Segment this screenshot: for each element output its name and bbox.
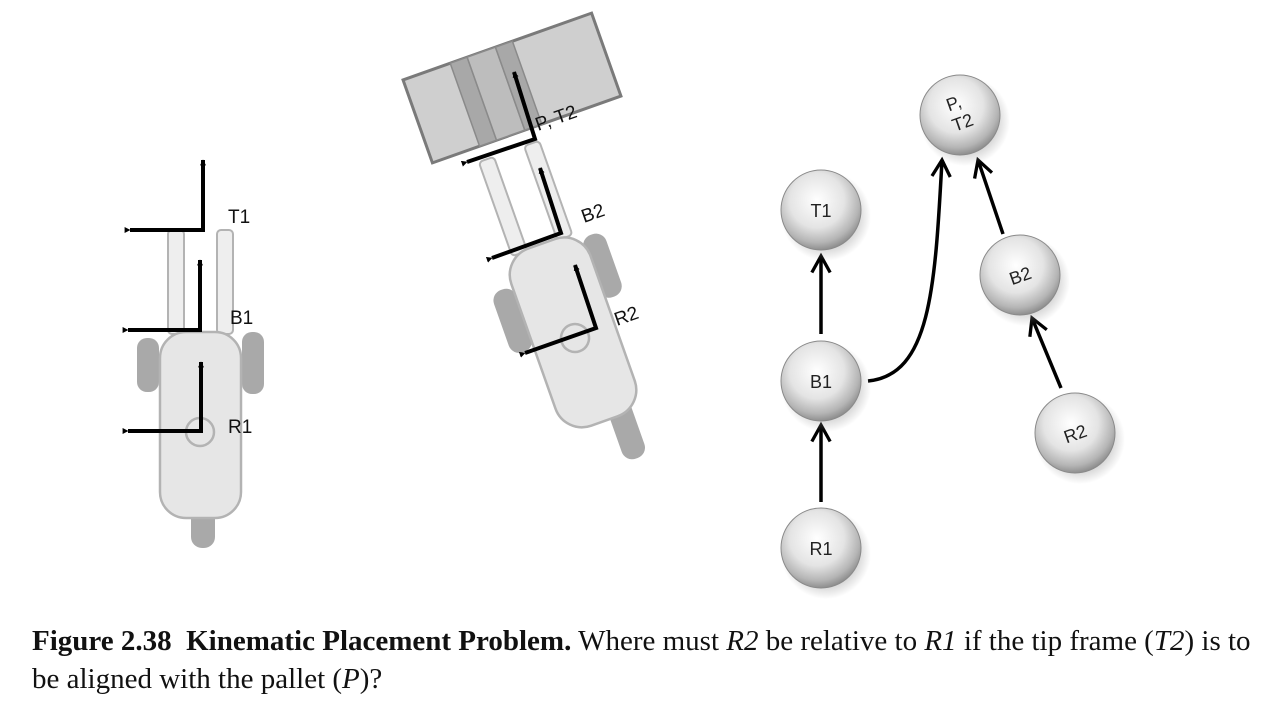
- frame-t1: [124, 159, 206, 233]
- pose-graph: T1 B1 R1 P, T2 B2 R2: [780, 74, 1125, 599]
- edge-b1-pt2: [867, 156, 952, 383]
- b2-label: B2: [579, 200, 608, 228]
- node-r1: R1: [780, 507, 871, 599]
- figure-title: Kinematic Placement Problem.: [186, 625, 572, 657]
- edge-r2-b2: [1028, 314, 1063, 389]
- svg-text:T1: T1: [810, 201, 831, 221]
- robot-2: [478, 140, 646, 460]
- frame-b2: [485, 167, 564, 263]
- node-pt2: P, T2: [919, 74, 1010, 166]
- robot-2-fork-left: [478, 156, 528, 257]
- robot-1-wheel-left: [137, 338, 159, 392]
- node-r2: R2: [1034, 392, 1125, 484]
- node-b1: B1: [780, 340, 871, 432]
- caption-text-2: be relative to: [765, 625, 918, 657]
- robot-1-wheel-right: [242, 332, 264, 394]
- robot-1-fork-left: [167, 229, 185, 335]
- svg-text:B1: B1: [810, 372, 832, 392]
- node-b2: B2: [979, 234, 1070, 326]
- caption-text-5: )?: [359, 663, 383, 695]
- frame-b1: [122, 259, 203, 333]
- caption-text-4: ) is to be aligned with the pallet (: [32, 625, 1251, 695]
- node-t1: T1: [780, 169, 871, 261]
- kinematic-diagram: T1 B1 R1 P, T2 B2 R2 T1: [122, 11, 1125, 599]
- figure-number: Figure 2.38: [32, 625, 172, 657]
- caption-r2: R2: [726, 625, 759, 657]
- pallet: [401, 11, 623, 165]
- svg-text:P,: P,: [944, 92, 965, 116]
- frame-r1: [122, 361, 204, 434]
- robot-1: T1 B1 R1: [122, 159, 264, 548]
- caption-t2: T2: [1153, 625, 1185, 657]
- r1-label: R1: [228, 417, 252, 438]
- caption-text-1: Where must: [578, 625, 719, 657]
- b1-label: B1: [230, 308, 253, 329]
- caption-r1: R1: [924, 625, 957, 657]
- r2-label: R2: [612, 303, 642, 331]
- frame-pt2: [460, 71, 538, 167]
- svg-text:R1: R1: [809, 539, 832, 559]
- caption-p: P: [342, 663, 360, 695]
- figure-caption: Figure 2.38 Kinematic Placement Problem.…: [32, 622, 1252, 698]
- robot-2-wheel-right: [583, 233, 622, 298]
- t1-label: T1: [228, 207, 250, 228]
- frame-r2: [518, 264, 599, 358]
- caption-text-3: if the tip frame (: [963, 625, 1154, 657]
- edge-b2-pt2: [972, 156, 1005, 235]
